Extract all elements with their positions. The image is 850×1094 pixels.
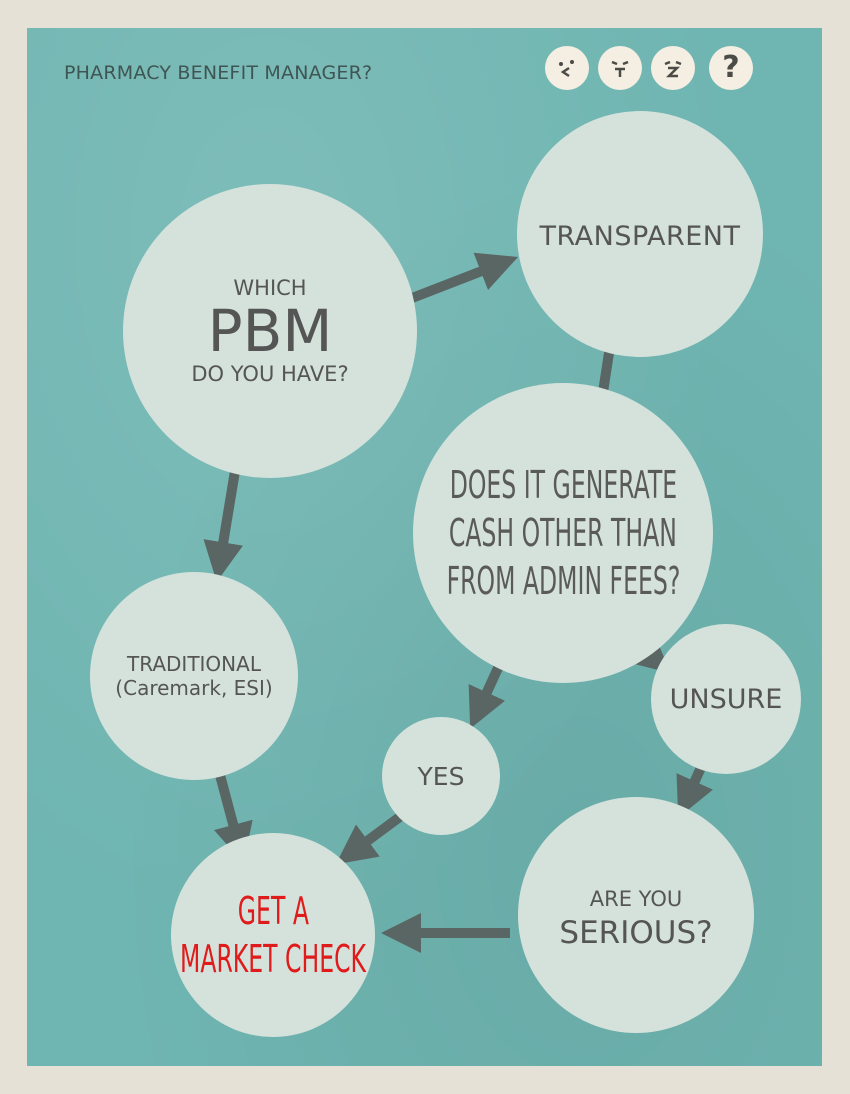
node-unsure: UNSURE — [651, 624, 801, 774]
transparent-label: TRANSPARENT — [539, 221, 741, 252]
question-mark-glyph: ? — [722, 50, 740, 85]
node-market-check: GET A MARKET CHECK — [171, 833, 375, 1037]
node-which-pbm: WHICH PBM DO YOU HAVE? — [123, 184, 417, 478]
which-pbm-line3: DO YOU HAVE? — [191, 362, 349, 386]
node-serious: ARE YOU SERIOUS? — [518, 797, 754, 1033]
serious-line2: SERIOUS? — [559, 915, 713, 951]
face-confused-icon — [651, 46, 695, 90]
cash-question-line1: DOES IT GENERATE — [449, 463, 677, 507]
yes-label: YES — [417, 761, 465, 791]
cash-question-line2: CASH OTHER THAN — [449, 511, 677, 555]
traditional-line1: TRADITIONAL — [127, 652, 261, 676]
face-suspicious-icon — [545, 46, 589, 90]
page-title: PHARMACY BENEFIT MANAGER? — [64, 62, 373, 84]
unsure-label: UNSURE — [669, 683, 783, 715]
node-yes: YES — [382, 717, 500, 835]
node-traditional: TRADITIONAL (Caremark, ESI) — [90, 572, 298, 780]
traditional-line2: (Caremark, ESI) — [115, 676, 273, 700]
arrow-yes-to-market-check — [335, 811, 404, 865]
market-check-line1: GET A — [237, 889, 309, 933]
market-check-line2: MARKET CHECK — [180, 937, 367, 981]
cash-question-line3: FROM ADMIN FEES? — [446, 559, 680, 603]
arrow-pbm-to-transparent — [405, 252, 519, 305]
which-pbm-line1: WHICH — [233, 276, 307, 300]
question-mark-icon: ? — [709, 46, 753, 90]
face-neutral-icon — [598, 46, 642, 90]
which-pbm-line2: PBM — [207, 297, 333, 365]
node-transparent: TRANSPARENT — [517, 111, 763, 357]
arrow-pbm-to-traditional — [203, 464, 243, 582]
serious-line1: ARE YOU — [589, 887, 683, 911]
node-cash-question: DOES IT GENERATE CASH OTHER THAN FROM AD… — [413, 383, 713, 683]
